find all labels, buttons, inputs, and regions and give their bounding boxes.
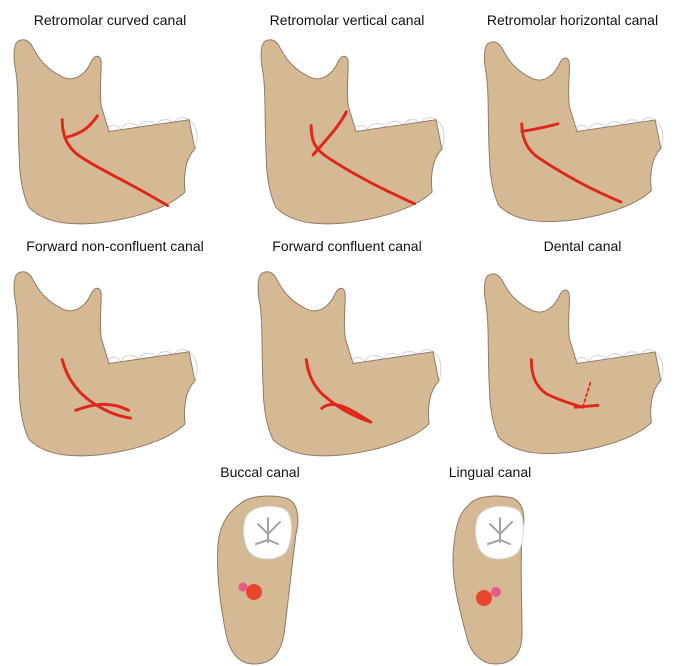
panel-caption: Forward confluent canal [234,238,460,254]
mandible-illustration [478,262,677,462]
panel-caption: Lingual canal [420,464,560,480]
panel-retromolar-vertical: Retromolar vertical canal [237,0,457,230]
panel-caption: Retromolar vertical canal [237,12,457,28]
panel-caption: Dental canal [488,238,677,254]
panel-retromolar-curved: Retromolar curved canal [0,0,220,230]
mandible-illustration [244,262,464,462]
panel-dental: Dental canal [488,232,677,462]
panel-retromolar-horizontal: Retromolar horizontal canal [468,0,677,230]
accessory-canal [575,405,598,407]
panel-caption: Retromolar curved canal [0,12,220,28]
panel-buccal: Buccal canal [190,464,330,666]
accessory-canal-lingual [491,587,501,597]
mandible-bone [484,274,660,454]
mandible-bone [484,42,660,222]
mandible-bone [261,40,442,224]
panel-forward-confluent: Forward confluent canal [234,232,460,462]
mandible-illustration [0,30,220,230]
mandible-illustration [478,30,677,230]
mandible-bone [14,272,195,456]
mandibular-canal [476,590,492,606]
mandible-bone [14,40,195,224]
cross-section-illustration [208,494,318,666]
panel-caption: Buccal canal [190,464,330,480]
panel-caption: Forward non-confluent canal [0,238,230,254]
accessory-canal-buccal [239,583,248,592]
panel-forward-non-confluent: Forward non-confluent canal [0,232,230,462]
mandibular-canal [246,584,262,600]
mandible-bone [258,272,439,456]
panel-lingual: Lingual canal [420,464,560,666]
mandible-illustration [0,262,220,462]
panel-caption: Retromolar horizontal canal [468,12,677,28]
mandible-illustration [247,30,467,230]
cross-section-illustration [440,494,550,666]
